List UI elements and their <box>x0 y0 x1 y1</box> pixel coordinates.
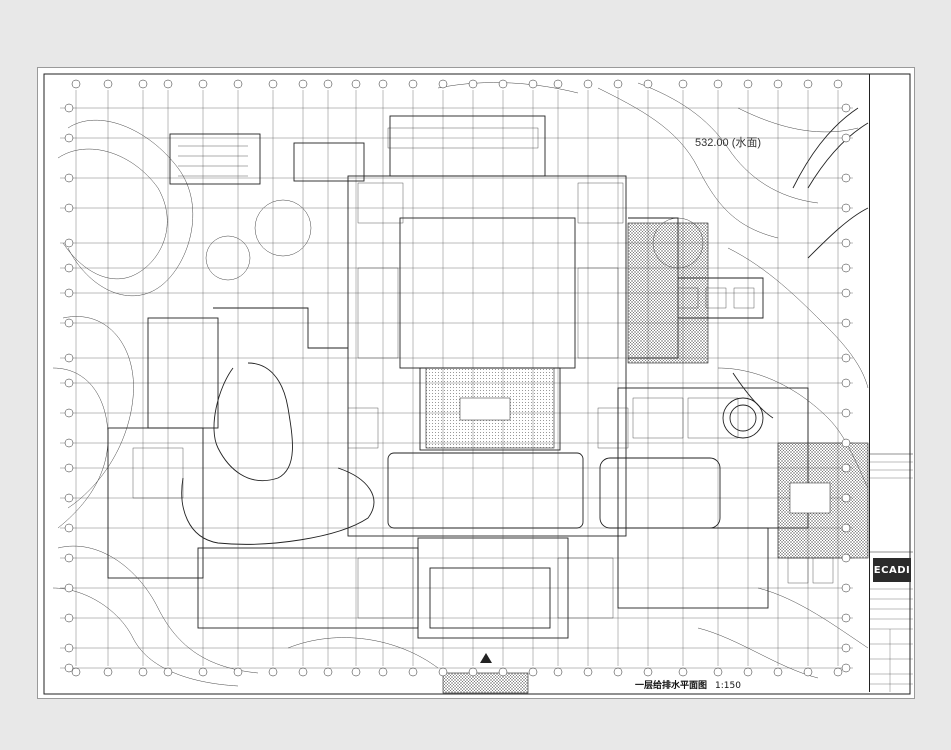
drawing-title: 一层给排水平面图 1:150 <box>635 678 741 691</box>
title-block: ECADI <box>869 74 913 692</box>
ecadi-logo: ECADI <box>873 558 911 582</box>
drawing-sheet: 532.00 (水面) 一层给排水平面图 1:150 ECADI <box>37 67 915 699</box>
water-surface-elevation: 532.00 (水面) <box>695 137 762 149</box>
drawing-scale: 1:150 <box>715 681 741 691</box>
interior-partitions <box>132 127 834 619</box>
drawing-title-text: 一层给排水平面图 <box>635 681 708 691</box>
floor-plan-drawing <box>43 73 911 695</box>
title-block-lines <box>870 453 913 692</box>
hatched-court-east <box>627 222 709 364</box>
grid-bubbles <box>64 79 851 677</box>
entrance-steps <box>442 672 529 694</box>
